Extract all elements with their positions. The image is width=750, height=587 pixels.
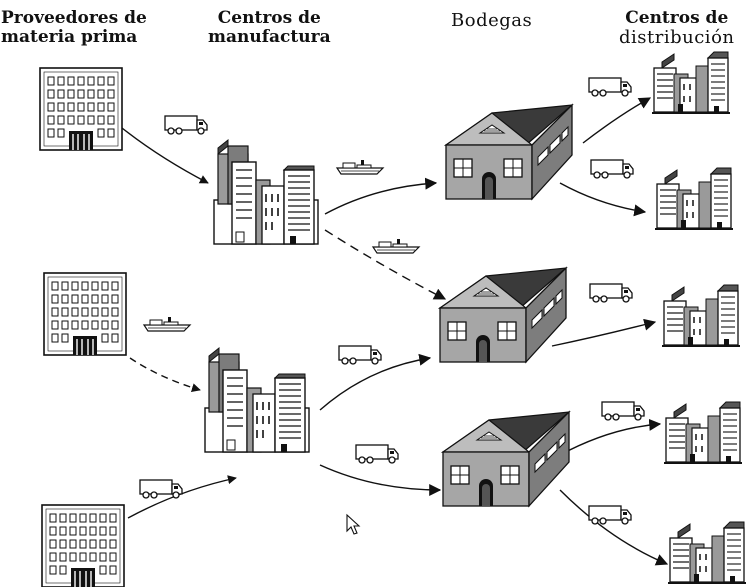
suppliers-title-line2: materia prima <box>1 27 138 47</box>
arrow-manufacturing2-to-warehouse2 <box>319 353 432 411</box>
arrow-supplier1-to-manufacturing1 <box>121 127 209 184</box>
distribution-center-icon <box>661 284 741 348</box>
truck-icon <box>588 77 632 97</box>
arrow-supplier2-to-manufacturing2 <box>129 357 201 392</box>
distribution-title-line2: distribución <box>619 27 735 48</box>
ship-icon <box>372 238 420 254</box>
warehouses-title: Bodegas <box>451 10 533 31</box>
ship-icon <box>143 316 191 332</box>
supplier-building-icon <box>43 272 127 356</box>
truck-icon <box>601 401 645 421</box>
manufacturing-center-icon <box>204 347 310 453</box>
column-title-distribution: Centros de distribución <box>619 8 735 48</box>
truck-icon <box>590 159 634 179</box>
suppliers-title-line1: Proveedores de <box>1 8 147 28</box>
arrow-manufacturing1-to-warehouse2 <box>324 229 447 300</box>
truck-icon <box>164 115 208 135</box>
manufacturing-center-icon <box>213 139 319 245</box>
distribution-center-icon <box>663 401 743 465</box>
column-title-warehouses: Bodegas <box>451 11 532 30</box>
flow-arrows <box>121 97 669 566</box>
arrow-warehouse3-to-distribution5 <box>559 489 669 566</box>
warehouse-icon <box>442 411 570 507</box>
mouse-pointer-icon <box>346 513 361 535</box>
column-title-suppliers: Proveedores de materia prima <box>1 9 147 47</box>
manufacturing-title-line2: manufactura <box>208 27 331 47</box>
arrow-manufacturing2-to-warehouse3 <box>319 464 442 496</box>
arrow-warehouse1-to-distribution1 <box>582 97 652 144</box>
supplier-building-icon <box>41 504 125 587</box>
distribution-title-line1: Centros de <box>625 8 729 28</box>
distribution-center-icon <box>667 521 747 585</box>
distribution-center-icon <box>654 167 734 231</box>
arrow-manufacturing1-to-warehouse1 <box>324 177 438 215</box>
arrow-warehouse3-to-distribution4 <box>559 418 662 456</box>
truck-icon <box>338 345 382 365</box>
truck-icon <box>139 479 183 499</box>
truck-icon <box>588 505 632 525</box>
arrow-warehouse1-to-distribution2 <box>559 182 647 217</box>
arrow-warehouse2-to-distribution3 <box>551 318 657 347</box>
ship-icon <box>336 159 384 175</box>
supplier-building-icon <box>39 67 123 151</box>
manufacturing-title-line1: Centros de <box>217 8 321 28</box>
truck-icon <box>355 444 399 464</box>
column-title-manufacturing: Centros de manufactura <box>208 9 331 47</box>
distribution-center-icon <box>651 51 731 115</box>
truck-icon <box>589 283 633 303</box>
warehouse-icon <box>439 267 567 363</box>
warehouse-icon <box>445 104 573 200</box>
